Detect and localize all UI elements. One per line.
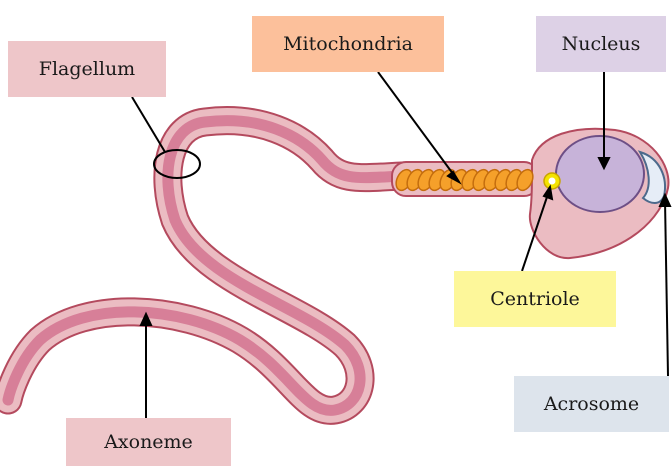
nucleus-label: Nucleus <box>536 16 666 72</box>
centriole-center <box>549 178 556 185</box>
flagellum-pointer <box>132 97 165 152</box>
flagellum-label: Flagellum <box>8 41 166 97</box>
nucleus-organelle <box>556 136 644 212</box>
axoneme-label: Axoneme <box>66 418 231 466</box>
mitochondria-helix <box>393 167 536 193</box>
acrosome-pointer <box>665 200 668 376</box>
centriole-label: Centriole <box>454 271 616 327</box>
acrosome-label: Acrosome <box>514 376 669 432</box>
mitochondria-label: Mitochondria <box>252 16 444 72</box>
